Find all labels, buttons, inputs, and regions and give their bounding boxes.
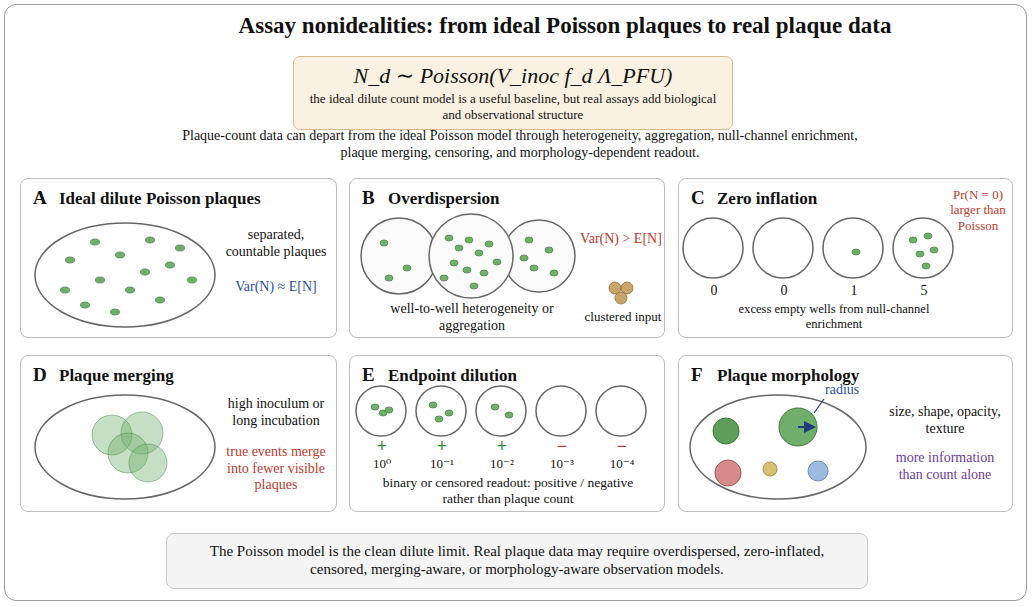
intro-note: Plaque-count data can depart from the id… xyxy=(170,128,870,161)
panel-letter: E xyxy=(362,364,386,386)
panel-letter: B xyxy=(362,187,386,209)
formula-note: the ideal dilute count model is a useful… xyxy=(304,91,722,122)
panel-note: excess empty wells from null-channel enr… xyxy=(724,302,944,332)
formula-box: N_d ∼ Poisson(V_inoc f_d Λ_PFU)the ideal… xyxy=(293,56,733,130)
panel-note: high inoculum or long incubation xyxy=(221,396,331,429)
panel-note: size, shape, opacity, texture xyxy=(884,404,1006,437)
panel-letter: A xyxy=(33,187,57,209)
panel-note: separated, countable plaques xyxy=(221,227,331,260)
summary-text: The Poisson model is the clean dilute li… xyxy=(181,542,853,578)
panel-letter: C xyxy=(691,187,715,209)
sign-label: − xyxy=(552,436,572,457)
dilution-label: 10⁻¹ xyxy=(422,456,462,471)
diagram-title: Assay nonidealities: from ideal Poisson … xyxy=(150,12,980,39)
sign-label: + xyxy=(432,436,452,457)
panel-title: Plaque merging xyxy=(59,366,334,386)
panel-box: AIdeal dilute Poisson plaques separated, … xyxy=(20,178,337,338)
dilution-label: 10⁻⁴ xyxy=(602,456,642,471)
panel-box: BOverdispersionVar(N) > E[N] well-to-well… xyxy=(349,178,665,338)
panel-note: binary or censored readout: positive / n… xyxy=(368,475,648,507)
panel-title: Ideal dilute Poisson plaques xyxy=(59,189,334,209)
panel-note: more information than count alone xyxy=(884,450,1006,483)
panel-box: CZero inflationPr(N = 0) larger than Poi… xyxy=(678,178,1013,338)
equation-note: Pr(N = 0) larger than Poisson xyxy=(945,187,1011,233)
count-label: 0 xyxy=(774,283,794,300)
sign-label: + xyxy=(372,436,392,457)
panel-title: Endpoint dilution xyxy=(388,366,663,386)
panel-title: Overdispersion xyxy=(388,189,663,209)
panel-letter: F xyxy=(691,364,715,386)
count-label: 5 xyxy=(914,283,934,300)
panel-letter: D xyxy=(33,364,57,386)
count-label: 1 xyxy=(844,283,864,300)
panel-box: FPlaque morphologyradiussize, shape, opa… xyxy=(678,355,1013,512)
panel-f-art xyxy=(690,395,866,499)
dilution-label: 10⁻² xyxy=(482,456,522,471)
equation-note: Var(N) ≈ E[N] xyxy=(221,279,331,296)
equation-note: Var(N) > E[N] xyxy=(578,231,664,248)
count-label: 0 xyxy=(704,283,724,300)
callout-label: radius xyxy=(825,382,885,399)
sign-label: + xyxy=(492,436,512,457)
panel-box: DPlaque merging high inoculum or long inc… xyxy=(20,355,337,512)
formula: N_d ∼ Poisson(V_inoc f_d Λ_PFU) xyxy=(304,63,722,89)
panel-box: EEndpoint dilution + + + − − 10⁰ 10⁻¹ 10⁻² 10⁻³ 10… xyxy=(349,355,665,512)
summary-box: The Poisson model is the clean dilute li… xyxy=(166,533,868,589)
icon-label: clustered input xyxy=(582,309,664,324)
panel-c-art xyxy=(683,218,953,278)
dilution-label: 10⁰ xyxy=(362,456,402,471)
dilution-label: 10⁻³ xyxy=(542,456,582,471)
panel-e-art xyxy=(356,386,646,436)
sign-label: − xyxy=(612,436,632,457)
panel-d-art xyxy=(35,395,215,499)
panel-b-art xyxy=(361,214,633,304)
panel-a-art xyxy=(35,223,215,327)
panel-note: true events merge into fewer visible pla… xyxy=(218,444,334,494)
panel-note: well-to-well heterogeneity or aggregatio… xyxy=(372,301,572,334)
